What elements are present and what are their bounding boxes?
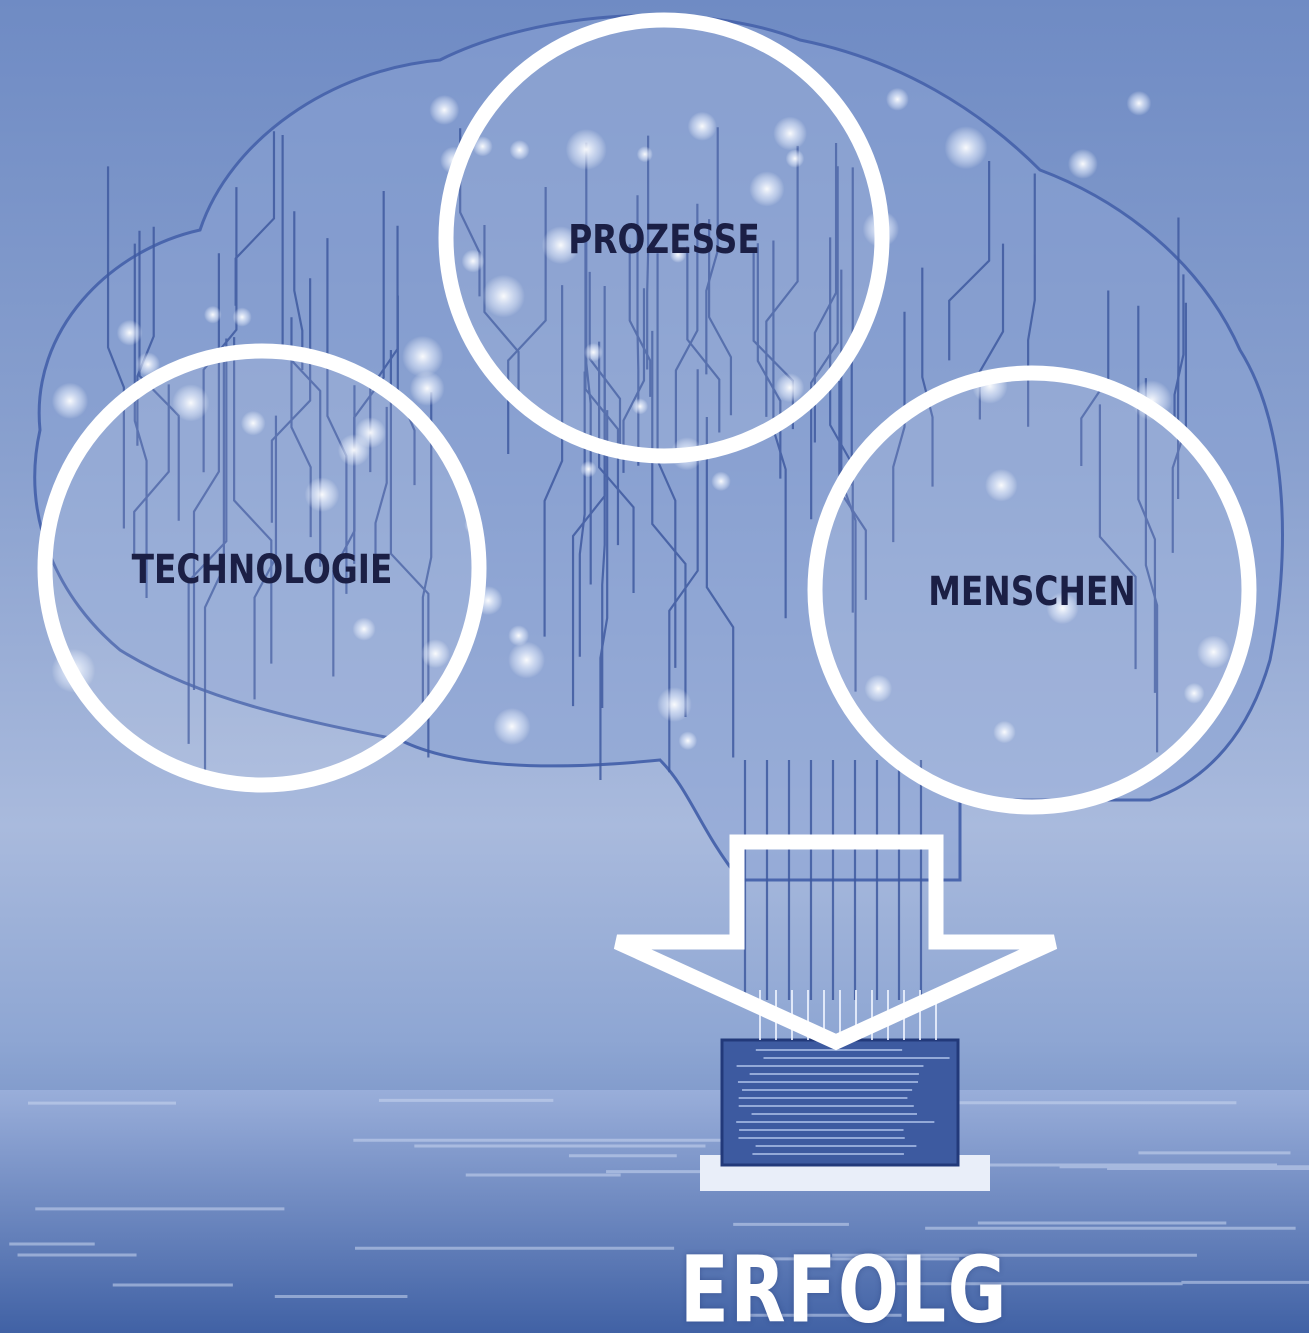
circuit-node <box>482 274 525 318</box>
circle-menschen <box>807 365 1257 815</box>
circuit-node <box>785 149 805 168</box>
circuit-trace <box>756 243 782 479</box>
chip-illustration <box>700 990 990 1191</box>
circuit-trace <box>483 225 520 399</box>
circuit-trace <box>829 237 854 613</box>
circuit-trace <box>628 244 652 397</box>
circuit-trace <box>705 416 735 758</box>
circuit-trace <box>389 349 430 758</box>
circuit-node <box>1183 682 1205 704</box>
circuit-node <box>541 226 580 265</box>
node-label-technologie: TECHNOLOGIE <box>131 547 393 593</box>
circuit-trace <box>133 384 170 560</box>
circuit-node <box>304 477 340 512</box>
circuit-node <box>508 641 545 679</box>
circuit-node <box>773 116 807 151</box>
circuit-node <box>656 687 692 722</box>
circuit-node <box>944 126 988 170</box>
circuit-node <box>1126 90 1152 116</box>
circuit-trace <box>374 406 388 560</box>
circuit-node <box>136 352 160 377</box>
circuit-trace <box>705 127 719 375</box>
circuit-trace <box>636 195 640 466</box>
circuit-node <box>493 707 531 746</box>
circuit-trace <box>543 285 564 637</box>
circuit-node <box>509 140 530 161</box>
circuit-trace <box>674 203 699 458</box>
circuit-node <box>402 335 444 378</box>
circle-prozesse <box>438 12 890 464</box>
circuit-node <box>203 305 222 324</box>
circuit-brain-illustration <box>33 13 1284 1000</box>
circuit-trace <box>892 311 906 543</box>
circuit-trace <box>1173 274 1185 435</box>
circuit-node <box>421 639 450 669</box>
circuit-node <box>669 246 687 263</box>
circuit-node <box>354 417 386 449</box>
circuit-trace <box>1098 404 1137 670</box>
circuit-node <box>409 371 445 406</box>
circuit-node <box>472 136 493 157</box>
circuit-node <box>232 307 252 327</box>
down-arrow-icon <box>613 834 1058 1051</box>
circuit-node <box>508 625 530 647</box>
circuit-trace <box>810 166 839 520</box>
circuit-node <box>886 87 909 111</box>
circuit-node <box>172 384 210 422</box>
circuit-node <box>1046 592 1079 625</box>
node-label-prozesse: PROZESSE <box>568 217 760 263</box>
circuit-trace <box>234 131 276 306</box>
node-label-menschen: MENSCHEN <box>928 569 1136 615</box>
circle-technologie <box>37 343 487 793</box>
circuit-node <box>749 171 785 207</box>
circuit-trace <box>571 286 606 707</box>
circuit-trace <box>233 337 273 664</box>
circuit-trace <box>353 191 385 564</box>
circuit-board-floor <box>0 1090 1309 1333</box>
circuit-node <box>1196 635 1231 669</box>
circuit-node <box>775 373 805 403</box>
circuit-node <box>985 469 1018 502</box>
circuit-trace <box>203 357 225 777</box>
circuit-trace <box>656 253 677 668</box>
circuit-trace <box>765 145 799 417</box>
circuit-trace <box>106 166 125 529</box>
circuit-trace <box>646 135 650 370</box>
circuit-trace <box>253 415 278 700</box>
circuit-node <box>711 471 731 492</box>
circuit-trace <box>651 330 687 718</box>
circuit-node <box>429 95 460 125</box>
circuit-node <box>352 617 376 641</box>
result-label: ERFOLG <box>679 1236 1009 1333</box>
circuit-node <box>565 129 607 170</box>
circuit-node <box>584 343 603 362</box>
circuit-node <box>864 674 893 703</box>
circuit-trace <box>138 230 180 521</box>
circuit-trace <box>1171 302 1188 553</box>
circuit-node <box>993 720 1016 744</box>
circuit-node <box>1067 148 1098 179</box>
circuit-node <box>636 146 653 163</box>
circuit-node <box>116 319 143 346</box>
circuit-trace <box>708 219 733 416</box>
circuit-trace <box>326 238 348 594</box>
circuit-node <box>631 398 649 415</box>
circuit-trace <box>948 160 991 361</box>
circuit-trace <box>599 410 609 780</box>
circuit-node <box>240 410 266 436</box>
circuit-trace <box>585 142 592 585</box>
circuit-trace <box>1144 378 1159 753</box>
circuit-trace <box>772 240 787 619</box>
circuit-node <box>678 731 698 750</box>
circuit-trace <box>686 246 721 433</box>
circuit-node <box>580 460 597 478</box>
circuit-node <box>461 249 485 273</box>
circuit-node <box>687 111 717 141</box>
circuit-trace <box>1027 173 1036 427</box>
circuit-trace <box>1080 290 1110 467</box>
circuit-trace <box>187 338 228 744</box>
circuit-node <box>51 382 89 420</box>
